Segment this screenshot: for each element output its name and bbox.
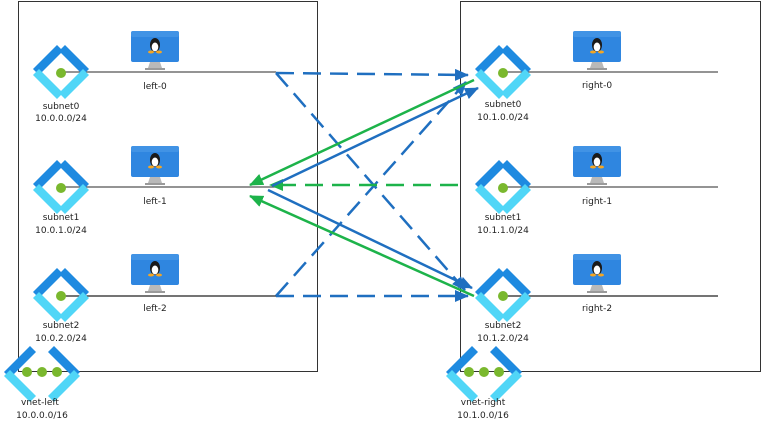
subnet-icon xyxy=(475,45,531,99)
subnet-cidr: 10.0.0.0/24 xyxy=(35,114,87,124)
left-subnet1[interactable]: subnet1 10.0.1.0/24 xyxy=(33,160,89,236)
linux-vm-icon xyxy=(131,146,179,185)
vm-left-1[interactable]: left-1 xyxy=(131,146,179,207)
subnet-icon xyxy=(475,160,531,214)
linux-vm-icon xyxy=(573,146,621,185)
vm-name: right-0 xyxy=(582,81,612,91)
dashed-link-left2-right0 xyxy=(275,81,467,297)
subnet-name: subnet2 xyxy=(485,321,522,331)
vnet-name: vnet-right xyxy=(461,398,506,408)
right-subnet2[interactable]: subnet2 10.1.2.0/24 xyxy=(475,268,531,344)
subnet-name: subnet1 xyxy=(485,213,522,223)
vm-name: left-1 xyxy=(143,197,167,207)
subnet-icon xyxy=(33,268,89,322)
vnet-icon xyxy=(4,346,80,402)
vm-name: left-0 xyxy=(143,82,167,92)
subnet-name: subnet2 xyxy=(43,321,80,331)
vnet-right-frame xyxy=(460,1,761,372)
vm-right-1[interactable]: right-1 xyxy=(573,146,621,207)
solid-link-left1-right0 xyxy=(271,86,479,188)
subnet-name: subnet0 xyxy=(43,102,80,112)
vm-left-2[interactable]: left-2 xyxy=(131,254,179,314)
right-subnet1[interactable]: subnet1 10.1.1.0/24 xyxy=(475,160,531,236)
linux-vm-icon xyxy=(573,31,621,70)
vm-right-0[interactable]: right-0 xyxy=(573,31,621,91)
vnet-name: vnet-left xyxy=(21,398,59,408)
right-subnet0[interactable]: subnet0 10.1.0.0/24 xyxy=(475,45,531,123)
solid-link-right2-left1 xyxy=(249,194,475,298)
left-subnet2[interactable]: subnet2 10.0.2.0/24 xyxy=(33,268,89,344)
vnet-left[interactable]: vnet-left 10.0.0.0/16 xyxy=(4,346,80,421)
vnet-cidr: 10.1.0.0/16 xyxy=(457,411,509,421)
linux-vm-icon xyxy=(573,254,621,293)
subnet-cidr: 10.1.2.0/24 xyxy=(477,334,529,344)
vm-name: right-2 xyxy=(582,304,612,314)
vm-name: right-1 xyxy=(582,197,612,207)
subnet-cidr: 10.1.0.0/24 xyxy=(477,113,529,123)
vm-left-0[interactable]: left-0 xyxy=(131,31,179,92)
subnet-icon xyxy=(33,160,89,214)
vm-name: left-2 xyxy=(143,304,167,314)
dashed-link-left0-right2 xyxy=(275,72,466,291)
subnet-cidr: 10.1.1.0/24 xyxy=(477,226,529,236)
vm-right-2[interactable]: right-2 xyxy=(573,254,621,314)
subnet-name: subnet1 xyxy=(43,213,80,223)
linux-vm-icon xyxy=(131,254,179,293)
solid-link-left1-right2 xyxy=(267,188,473,290)
linux-vm-icon xyxy=(131,31,179,70)
left-subnet0[interactable]: subnet0 10.0.0.0/24 xyxy=(33,45,89,124)
subnet-name: subnet0 xyxy=(485,100,522,110)
solid-link-right0-left1 xyxy=(249,78,475,187)
subnet-cidr: 10.0.1.0/24 xyxy=(35,226,87,236)
vnet-left-frame xyxy=(18,1,318,372)
vnet-right[interactable]: vnet-right 10.1.0.0/16 xyxy=(446,346,522,421)
subnet-cidr: 10.0.2.0/24 xyxy=(35,334,87,344)
subnet-icon xyxy=(33,45,89,99)
dashed-link-left0-right0 xyxy=(275,68,469,81)
vnet-icon xyxy=(446,346,522,402)
subnet-icon xyxy=(475,268,531,322)
vnet-cidr: 10.0.0.0/16 xyxy=(16,411,68,421)
